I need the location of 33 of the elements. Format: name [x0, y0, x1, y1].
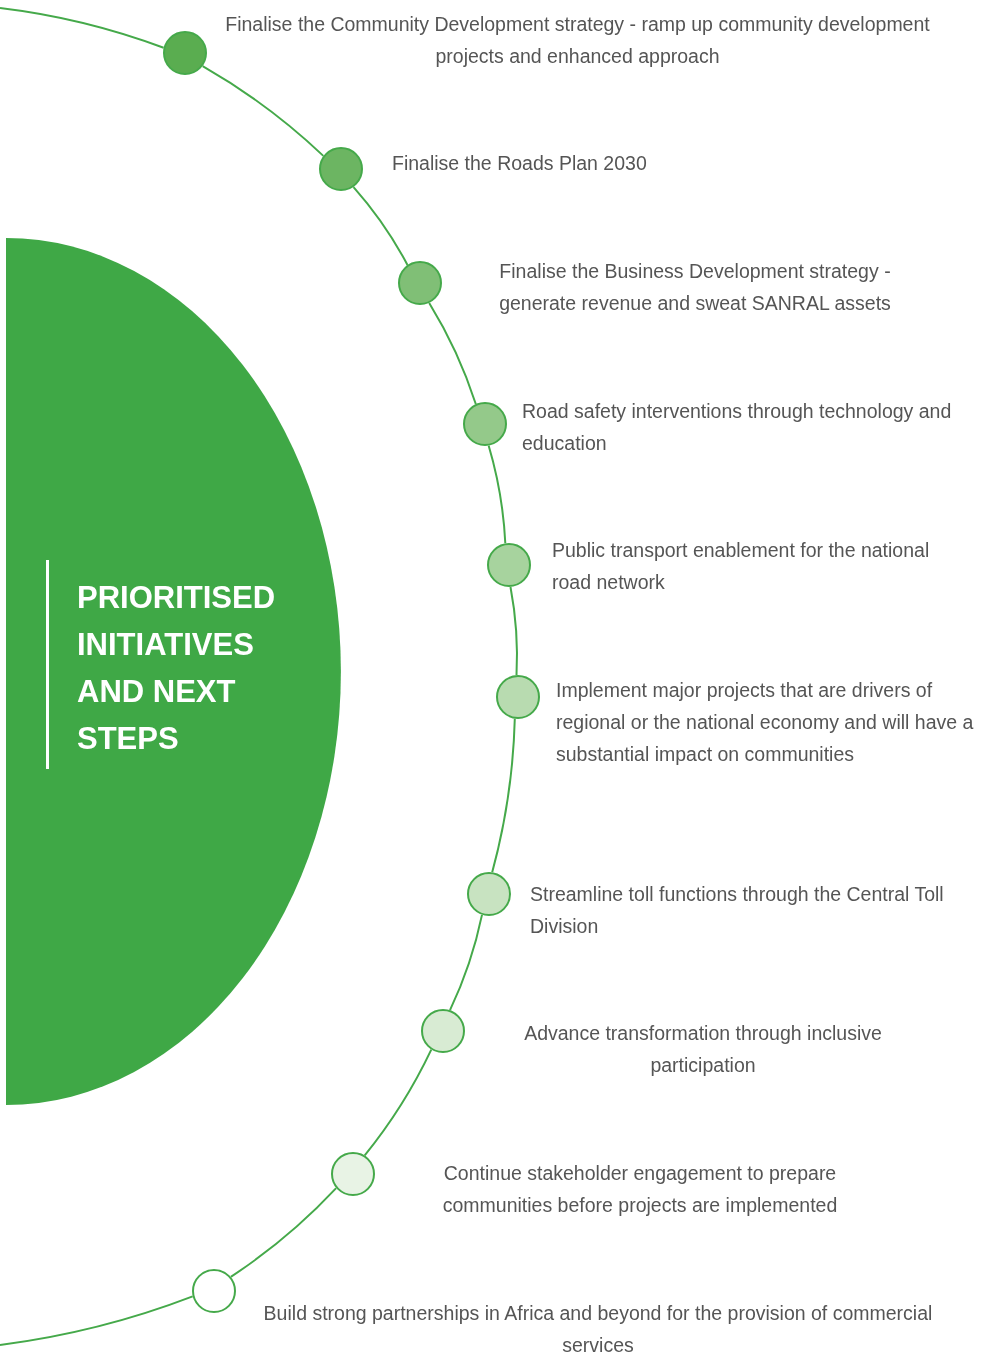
- arc-line: [201, 65, 325, 157]
- step-text: Advance transformation through inclusive participation: [523, 1021, 883, 1078]
- milestone-circle: [421, 1009, 465, 1053]
- step-text: Implement major projects that are drivers of regional or the national economy and will have a substantial impact on communities: [556, 678, 975, 767]
- arc-line: [487, 444, 507, 545]
- panel-heading: PRIORITISED INITIATIVES AND NEXT STEPS: [77, 579, 277, 758]
- milestone-circle: [331, 1152, 375, 1196]
- arc-line: [449, 913, 483, 1012]
- half-circle-panel: [6, 238, 341, 1105]
- arc-line: [0, 1295, 194, 1346]
- milestone-circle: [192, 1269, 236, 1313]
- milestone-circle: [463, 402, 507, 446]
- milestone-circle: [467, 872, 511, 916]
- arc-line: [0, 7, 165, 49]
- arc-line: [428, 302, 477, 405]
- arc-line: [491, 717, 516, 874]
- milestone-circle: [319, 147, 363, 191]
- step-text: Continue stakeholder engagement to prepare communities before projects are implemented: [441, 1161, 839, 1218]
- milestone-circle: [496, 675, 540, 719]
- arc-line: [352, 186, 409, 266]
- arc-line: [229, 1187, 338, 1278]
- step-text: Finalise the Community Development strategy - ramp up community development projects and enhanced approach: [225, 12, 930, 69]
- step-text: Road safety interventions through technology and education: [522, 399, 953, 456]
- arc-line: [509, 585, 518, 677]
- step-text: Public transport enablement for the national road network: [552, 538, 931, 595]
- arc-line: [363, 1048, 433, 1157]
- step-text: Build strong partnerships in Africa and beyond for the provision of commercial services: [262, 1301, 934, 1357]
- step-text: Finalise the Roads Plan 2030: [392, 151, 648, 176]
- milestone-circle: [487, 543, 531, 587]
- step-text: Streamline toll functions through the Central Toll Division: [530, 882, 945, 939]
- milestone-circle: [398, 261, 442, 305]
- milestone-circle: [163, 31, 207, 75]
- step-text: Finalise the Business Development strategy - generate revenue and sweat SANRAL assets: [498, 259, 892, 316]
